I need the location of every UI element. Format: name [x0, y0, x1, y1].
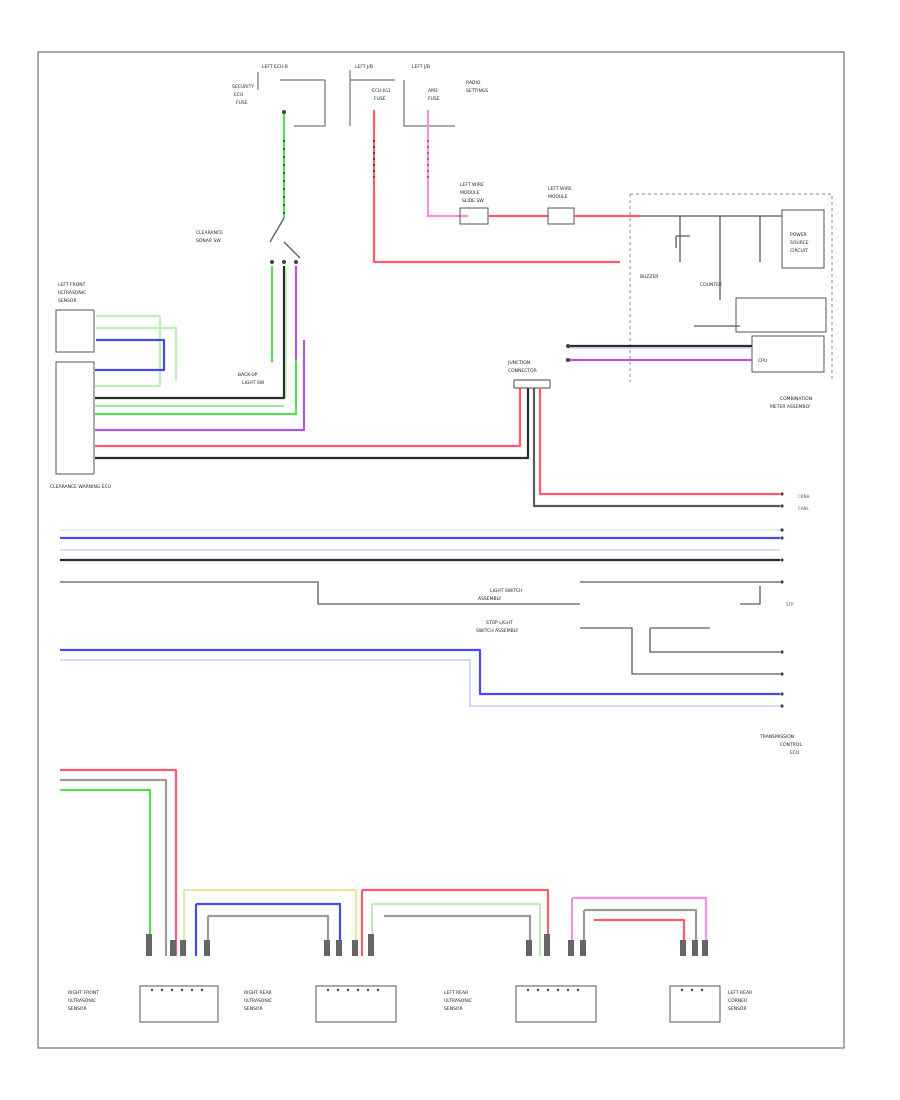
bottom-sensor-4: LEFT REAR CORNER SENSOR [669, 985, 752, 1023]
mid-label-1: CLEARANCE [196, 230, 223, 236]
clearance-warning-ecu: CLEARANCE WARNING ECU [50, 361, 111, 490]
fuse-right-label-3: FUSE [428, 96, 440, 102]
bottom-sensor-2-label-3: SENSOR [244, 1006, 263, 1012]
buzzer-label: BUZZER [640, 274, 658, 280]
svg-text:RADIO: RADIO [466, 80, 481, 86]
wire-ecu-to-junction-red [95, 388, 522, 448]
svg-text:MODULE: MODULE [460, 190, 480, 196]
right-connector-pins [780, 492, 784, 708]
wire-ecu-ig1-red [372, 110, 620, 264]
svg-text:LIGHT SWITCH: LIGHT SWITCH [490, 588, 523, 594]
svg-text:ASSEMBLY: ASSEMBLY [478, 596, 502, 602]
bottom-sensor-3-label-2: ULTRASONIC [444, 998, 472, 1004]
clearance-sonar-switch: CLEARANCE SONAR SW [196, 217, 301, 264]
svg-text:MODULE: MODULE [548, 194, 568, 200]
fuse-box-2 [547, 207, 575, 225]
bottom-sensor-3: LEFT REAR ULTRASONIC SENSOR [444, 985, 597, 1023]
bottom-sensor-1: RIGHT FRONT ULTRASONIC SENSOR [68, 985, 219, 1023]
wire-lower-blue [60, 648, 780, 696]
svg-text:CPU: CPU [758, 358, 767, 364]
junction-connector: JUNCTION CONNECTOR [507, 360, 551, 389]
fuse-right-label-2: AM2 [428, 88, 438, 94]
wire-junction-red-right [538, 388, 780, 496]
bottom-sensor-3-label-1: LEFT REAR [444, 990, 468, 996]
bottom-sensor-4-label-1: LEFT REAR [728, 990, 752, 996]
junction-label-1: JUNCTION [507, 360, 530, 366]
bottom-sensor-2-label-1: RIGHT REAR [244, 990, 272, 996]
svg-text:LEFT WIRE: LEFT WIRE [548, 186, 572, 192]
fuse-mid-label-1: LEFT J/B [355, 64, 373, 70]
bottom-sensor-2: RIGHT REAR ULTRASONIC SENSOR [244, 985, 397, 1023]
svg-text:CANH: CANH [798, 494, 810, 499]
bottom-plugs [146, 934, 708, 956]
fuse-left-block: LEFT ECU-B SECURITY ECU FUSE [232, 64, 326, 127]
cooling-unit-label-2: METER ASSEMBLY [770, 404, 810, 410]
combination-meter-block: POWER SOURCE CIRCUIT BUZZER COUNTER CPU … [629, 193, 833, 410]
wire-am2-pink [426, 110, 468, 218]
right-connector-label-1: TRANSMISSION [759, 734, 794, 740]
right-connector-label-2: CONTROL [780, 742, 802, 748]
mid-label-3: BACK-UP [238, 372, 258, 378]
svg-text:CANL: CANL [798, 506, 810, 511]
svg-text:COUNTER: COUNTER [700, 282, 722, 288]
svg-text:SWITCH ASSEMBLY: SWITCH ASSEMBLY [476, 628, 519, 634]
fuse-left-label-3: ECU [234, 92, 243, 98]
fuse-left-label-2: SECURITY [232, 84, 254, 90]
bottom-sensor-1-label-3: SENSOR [68, 1006, 87, 1012]
bottom-sensor-4-label-2: CORNER [728, 998, 747, 1004]
right-connector-label-3: ECU [790, 750, 799, 756]
svg-text:CIRCUIT: CIRCUIT [790, 248, 808, 254]
svg-text:SETTINGS: SETTINGS [466, 88, 488, 94]
svg-text:LEFT WIRE: LEFT WIRE [460, 182, 484, 188]
fuse-left-label-4: FUSE [236, 100, 248, 106]
bottom-sensor-1-label-2: ULTRASONIC [68, 998, 96, 1004]
bottom-sensor-4-label-3: SENSOR [728, 1006, 747, 1012]
fuse-left-label-1: LEFT ECU-B [262, 64, 288, 70]
sensor-left-label-3: SENSOR [58, 298, 77, 304]
svg-text:STOP LIGHT: STOP LIGHT [486, 620, 513, 626]
bottom-sensor-1-label-1: RIGHT FRONT [68, 990, 99, 996]
fuse-mid-block: LEFT J/B ECU-IG1 FUSE LEFT J/B AM2 FUSE … [349, 64, 488, 127]
sensor-left-label-1: LEFT FRONT [58, 282, 86, 288]
bottom-sensor-2-label-2: ULTRASONIC [244, 998, 272, 1004]
cooling-unit-label-1: COMBINATION [780, 396, 812, 402]
junction-label-2: CONNECTOR [508, 368, 537, 374]
svg-text:STP: STP [786, 602, 794, 607]
fuse-mid-label-3: FUSE [374, 96, 386, 102]
mid-label-4: LIGHT SW [242, 380, 265, 386]
bottom-sensor-3-label-3: SENSOR [444, 1006, 463, 1012]
left-front-sensor: LEFT FRONT ULTRASONIC SENSOR [55, 282, 95, 353]
sensor-left-label-2: ULTRASONIC [58, 290, 86, 296]
svg-text:SLIDE SW: SLIDE SW [462, 198, 484, 204]
fuse-right-label-1: LEFT J/B [412, 64, 430, 70]
svg-text:POWER: POWER [790, 232, 807, 238]
diagram-frame [37, 51, 845, 1049]
svg-text:SOURCE: SOURCE [790, 240, 809, 246]
ecu-left-label: CLEARANCE WARNING ECU [50, 484, 111, 490]
fuse-mid-label-2: ECU-IG1 [372, 88, 391, 94]
mid-label-2: SONAR SW [196, 238, 221, 244]
sensor-pins [150, 988, 704, 992]
